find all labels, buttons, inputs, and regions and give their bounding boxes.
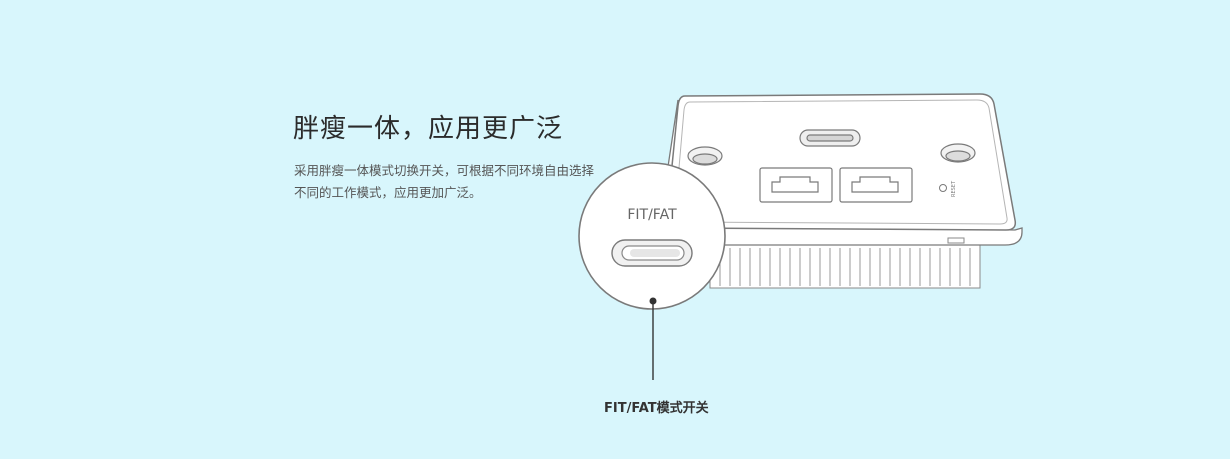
access-point-illustration: RESET FIT/FAT: [578, 93, 1023, 380]
heatsink: [709, 244, 981, 289]
top-slot-icon: [799, 129, 861, 147]
description: 采用胖瘦一体模式切换开关，可根据不同环境自由选择不同的工作模式，应用更加广泛。: [294, 163, 595, 200]
screw-hole-left-icon: [687, 146, 723, 166]
screw-hole-right-icon: [940, 143, 976, 163]
reset-button-icon: RESET: [939, 180, 957, 197]
zoom-circle: FIT/FAT: [578, 162, 726, 380]
headline: 胖瘦一体，应用更广泛: [293, 114, 564, 144]
ethernet-port-2-icon: [839, 167, 913, 203]
fit-fat-switch-icon: [611, 239, 693, 267]
zoom-fit-fat-label: FIT/FAT: [627, 207, 677, 223]
fit-fat-switch-label: FIT/FAT模式开关: [604, 401, 709, 416]
ethernet-port-1-icon: [759, 167, 833, 203]
reset-label: RESET: [951, 180, 957, 197]
